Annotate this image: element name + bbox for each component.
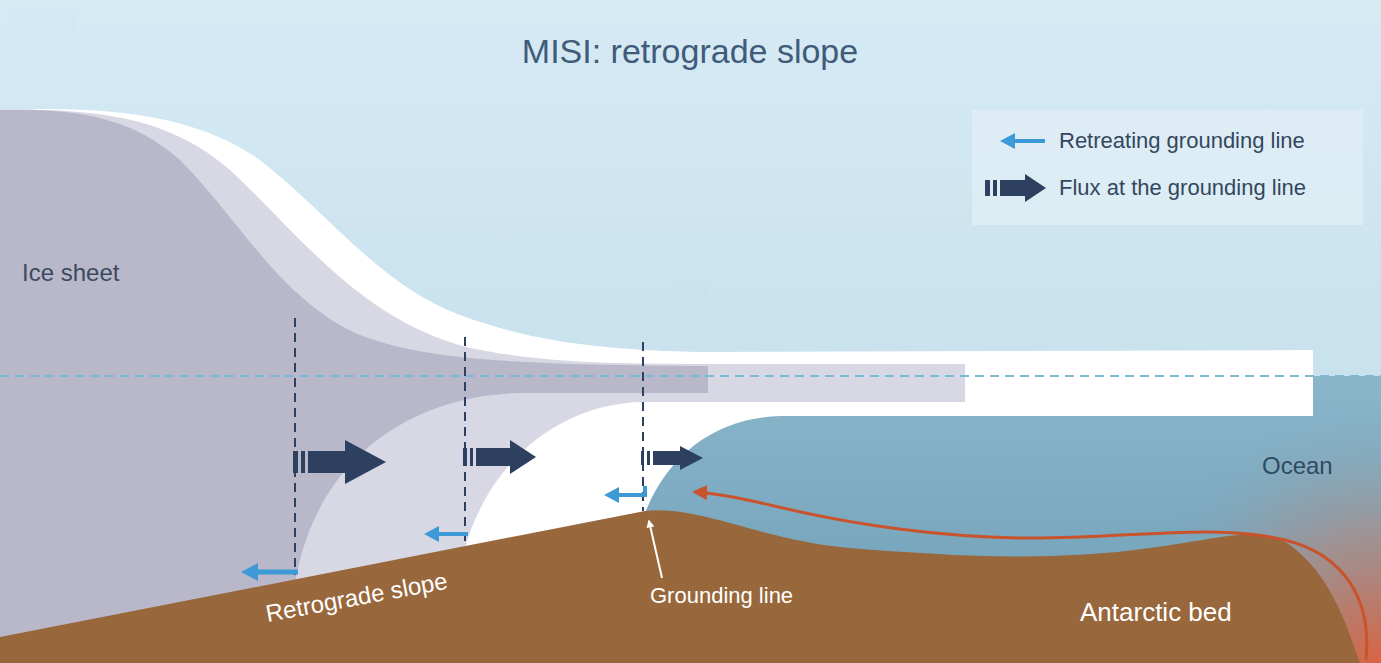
flux-arrow-tail: [293, 451, 298, 473]
leader-line: [649, 521, 662, 578]
grounding-line-marker: [642, 342, 644, 511]
diagram-title: MISI: retrograde slope: [522, 32, 858, 71]
retreat-arrow-shaft: [1013, 139, 1045, 143]
flux-arrow-body: [308, 451, 346, 473]
sky-patch: [10, 10, 76, 70]
flux-arrow-body: [476, 448, 511, 466]
flux-arrow-tail: [301, 451, 305, 473]
flux-arrow: [641, 446, 703, 470]
region-label: Ocean: [1262, 452, 1333, 480]
flux-arrow-head: [680, 446, 703, 470]
retreat-arrow-shaft: [437, 532, 468, 536]
region-label: Ice sheet: [22, 259, 119, 287]
flux-arrow-tail: [985, 180, 990, 196]
legend-sample-retreat: [1000, 133, 1045, 149]
legend-sample-flux: [985, 174, 1046, 202]
retreat-arrow-shaft: [255, 570, 298, 575]
flux-arrow: [293, 440, 386, 484]
flux-arrow: [463, 440, 536, 474]
flux-arrow-tail: [470, 448, 473, 466]
warm-water-arrow: [695, 492, 1367, 660]
retreat-arrow: [241, 563, 298, 581]
flux-arrow-body: [1000, 180, 1026, 196]
retreat-arrow-head: [241, 563, 258, 581]
slope-label: Retrograde slope: [263, 567, 449, 628]
legend-box: [972, 110, 1363, 225]
flux-arrow-tail: [647, 451, 650, 465]
retreat-arrow-shaft: [617, 486, 645, 495]
grounding-line-marker: [294, 318, 296, 575]
sea-level-line: [0, 375, 1381, 377]
retreat-arrow: [424, 526, 468, 542]
flux-arrow-tail: [993, 180, 997, 196]
retreat-arrow-head: [1000, 133, 1015, 149]
region-label: Antarctic bed: [1080, 598, 1232, 628]
retreat-arrow-head: [604, 487, 619, 503]
legend-text: Retreating grounding line: [1059, 128, 1305, 153]
flux-arrow-head: [1025, 174, 1046, 202]
retreat-arrow: [604, 486, 645, 503]
grounding-line-marker: [464, 337, 466, 547]
legend-text: Flux at the grounding line: [1059, 175, 1306, 200]
callout-label: Grounding line: [650, 583, 793, 608]
flux-arrow-tail: [641, 451, 644, 465]
flux-arrow-head: [345, 440, 386, 484]
flux-arrow-tail: [463, 448, 467, 466]
retreat-arrow-head: [424, 526, 439, 542]
sky-patch: [673, 283, 708, 318]
flux-arrow-body: [653, 451, 681, 465]
flux-arrow-head: [510, 440, 536, 474]
